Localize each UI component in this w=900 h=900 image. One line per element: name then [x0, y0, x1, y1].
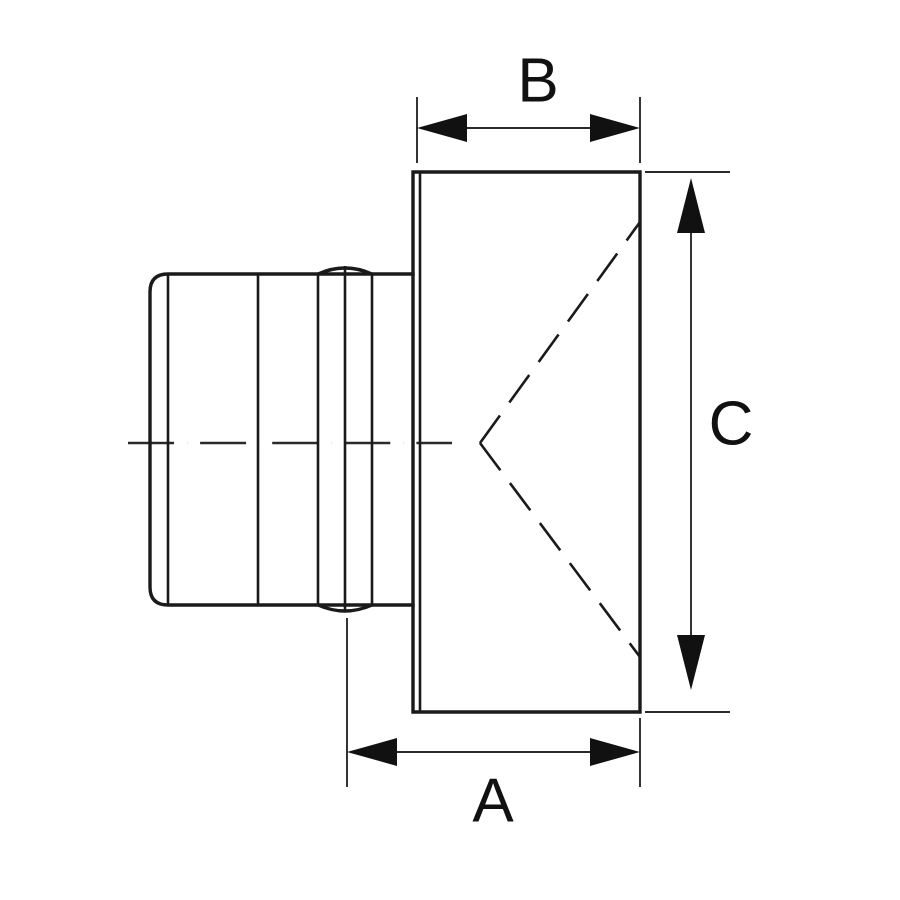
dim-b-arrow-right — [590, 114, 640, 142]
flange-block-outline — [411, 170, 642, 714]
hidden-bore-vee-group — [478, 221, 642, 658]
dim-b-arrow-left — [417, 114, 467, 142]
dim-b-label: B — [517, 46, 558, 115]
stub-body-group — [148, 266, 415, 613]
hidden-bore-upper-line — [478, 221, 642, 444]
dimension-b-group: B — [416, 46, 641, 163]
dim-a-label: A — [472, 766, 514, 835]
stub-outer-profile — [148, 272, 415, 607]
dim-c-label: C — [709, 389, 754, 458]
dim-c-arrow-top — [677, 178, 705, 233]
dim-a-arrow-left — [347, 738, 397, 766]
dimension-c-group: C — [645, 171, 754, 713]
dim-a-arrow-right — [590, 738, 640, 766]
flange-block-group — [411, 170, 642, 714]
dimension-a-group: A — [346, 618, 641, 835]
hidden-bore-lower-line — [478, 442, 642, 658]
dim-c-arrow-bottom — [677, 635, 705, 690]
